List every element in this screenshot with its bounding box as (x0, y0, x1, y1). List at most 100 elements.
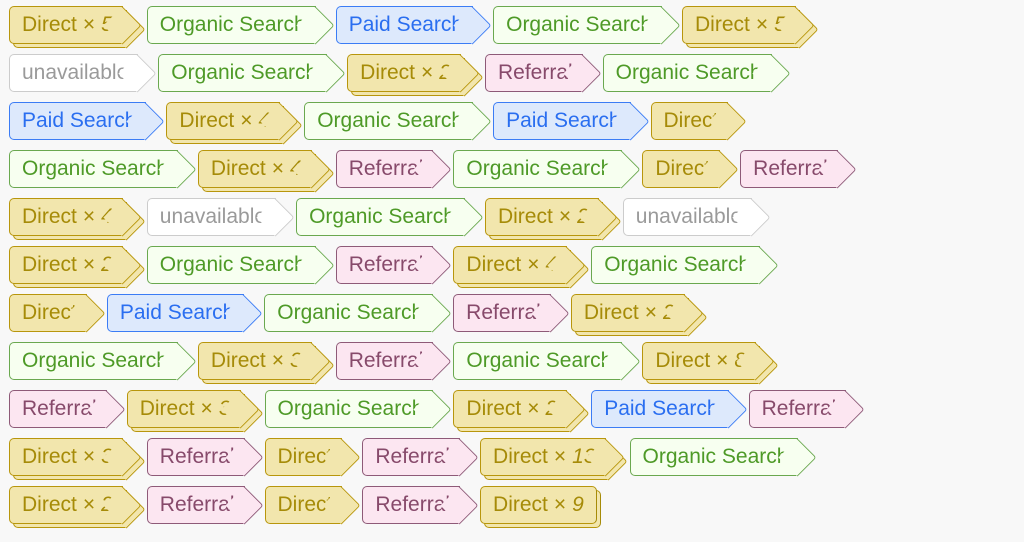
channel-tag-referral[interactable]: Referral (335, 342, 434, 380)
tag-body: Organic Search (264, 294, 434, 332)
tag-count: 2 (101, 253, 113, 276)
channel-tag-direct[interactable]: Direct×5 (682, 6, 801, 48)
tag-body: Organic Search (296, 198, 465, 236)
multiplier-sign: × (240, 109, 253, 132)
channel-tag-organic[interactable]: Organic Search (9, 342, 178, 380)
channel-tag-organic[interactable]: Organic Search (264, 294, 434, 332)
tag-body: Organic Search (264, 390, 434, 428)
channel-tag-organic[interactable]: Organic Search (146, 6, 316, 44)
channel-tag-paid[interactable]: Paid Search (335, 6, 474, 44)
tag-body: Direct×4 (197, 150, 312, 188)
tag-label: Direct (663, 109, 719, 132)
channel-tag-organic[interactable]: Organic Search (493, 6, 663, 44)
channel-tag-referral[interactable]: Referral (484, 54, 583, 92)
channel-tag-paid[interactable]: Paid Search (493, 102, 631, 140)
multiplier-sign: × (82, 253, 96, 276)
channel-tag-direct[interactable]: Direct×2 (484, 198, 603, 240)
sequence-row: Direct×4 unavailable Organic Search Direct×… (9, 198, 866, 240)
channel-tag-organic[interactable]: Organic Search (591, 246, 761, 284)
tag-body: Direct×2 (347, 54, 461, 92)
multiplier-sign: × (527, 253, 540, 276)
channel-tag-direct[interactable]: Direct×2 (453, 390, 572, 432)
channel-tag-organic[interactable]: Organic Search (158, 54, 328, 92)
tag-body: Organic Search (602, 54, 772, 92)
channel-tag-direct[interactable]: Direct×3 (197, 342, 316, 384)
tag-body: Organic Search (146, 246, 316, 284)
channel-tag-direct[interactable]: Direct×4 (9, 198, 127, 240)
channel-tag-direct[interactable]: Direct×8 (642, 342, 761, 384)
tag-label: Direct (360, 61, 416, 84)
tag-body: Organic Search (493, 6, 663, 44)
channel-tag-organic[interactable]: Organic Search (629, 438, 799, 476)
channel-tag-direct[interactable]: Direct (642, 150, 721, 188)
channel-tag-direct[interactable]: Direct×13 (480, 438, 610, 480)
channel-tag-direct[interactable]: Direct×2 (9, 246, 127, 288)
tag-label: Paid Search (348, 13, 464, 36)
tag-label: Referral (22, 397, 97, 420)
channel-tag-organic[interactable]: Organic Search (453, 150, 623, 188)
channel-tag-direct[interactable]: Direct×9 (480, 486, 602, 528)
tag-label: Referral (375, 493, 451, 516)
channel-tag-organic[interactable]: Organic Search (304, 102, 474, 140)
multiplier-sign: × (421, 61, 434, 84)
tag-body: Direct×4 (166, 102, 281, 140)
channel-tag-paid[interactable]: Paid Search (9, 102, 147, 140)
channel-tag-direct[interactable]: Direct×2 (9, 486, 127, 528)
multiplier-sign: × (82, 205, 96, 228)
channel-tag-direct[interactable]: Direct×5 (9, 6, 127, 48)
tag-label: Direct (22, 445, 77, 468)
channel-tag-unavailable[interactable]: unavailable (146, 198, 277, 236)
tag-label: Organic Search (22, 157, 168, 180)
channel-tag-unavailable[interactable]: unavailable (9, 54, 139, 92)
channel-tag-organic[interactable]: Organic Search (602, 54, 772, 92)
tag-body: Referral (748, 390, 847, 428)
tag-label: Paid Search (22, 109, 137, 132)
tag-body: Referral (362, 438, 461, 476)
channel-tag-organic[interactable]: Organic Search (264, 390, 434, 428)
channel-tag-direct[interactable]: Direct×4 (453, 246, 572, 288)
channel-tag-direct[interactable]: Direct (264, 438, 343, 476)
tag-body: Direct×5 (682, 6, 796, 44)
channel-tag-organic[interactable]: Organic Search (146, 246, 316, 284)
channel-tag-direct[interactable]: Direct×3 (126, 390, 245, 432)
tag-label: Direct (139, 397, 195, 420)
tag-label: Direct (466, 397, 522, 420)
tag-body: Paid Search (335, 6, 474, 44)
multiplier-sign: × (644, 301, 657, 324)
tag-label: Direct (655, 157, 711, 180)
channel-tag-direct[interactable]: Direct (264, 486, 343, 524)
channel-tag-referral[interactable]: Referral (335, 246, 434, 284)
channel-tag-referral[interactable]: Referral (9, 390, 107, 428)
multiplier-sign: × (755, 13, 769, 36)
channel-tag-direct[interactable]: Direct (9, 294, 87, 332)
channel-tag-direct[interactable]: Direct×3 (9, 438, 127, 480)
channel-tag-organic[interactable]: Organic Search (453, 342, 623, 380)
tag-label: Organic Search (642, 445, 789, 468)
tag-label: Direct (22, 301, 77, 324)
tag-count: 9 (572, 493, 584, 516)
channel-tag-paid[interactable]: Paid Search (591, 390, 729, 428)
channel-tag-referral[interactable]: Referral (146, 438, 245, 476)
channel-tag-organic[interactable]: Organic Search (9, 150, 178, 188)
tag-body: Direct (264, 438, 343, 476)
channel-tag-referral[interactable]: Referral (335, 150, 434, 188)
channel-tag-referral[interactable]: Referral (146, 486, 245, 524)
tag-count: 4 (101, 205, 113, 228)
channel-tag-direct[interactable]: Direct×2 (570, 294, 689, 336)
channel-tag-unavailable[interactable]: unavailable (622, 198, 753, 236)
channel-tag-referral[interactable]: Referral (362, 438, 461, 476)
channel-tag-direct[interactable]: Direct×4 (197, 150, 316, 192)
channel-tag-referral[interactable]: Referral (740, 150, 838, 188)
tag-count: 4 (545, 253, 558, 276)
channel-tag-paid[interactable]: Paid Search (106, 294, 245, 332)
tag-body: Referral (335, 150, 434, 188)
channel-tag-direct[interactable]: Direct (650, 102, 729, 140)
channel-tag-referral[interactable]: Referral (748, 390, 847, 428)
channel-tag-direct[interactable]: Direct×2 (347, 54, 466, 96)
channel-tag-referral[interactable]: Referral (362, 486, 461, 524)
tag-body: Organic Search (629, 438, 799, 476)
channel-tag-referral[interactable]: Referral (453, 294, 551, 332)
channel-tag-direct[interactable]: Direct×4 (166, 102, 285, 144)
channel-tag-organic[interactable]: Organic Search (296, 198, 465, 236)
tag-body: Organic Search (453, 150, 623, 188)
